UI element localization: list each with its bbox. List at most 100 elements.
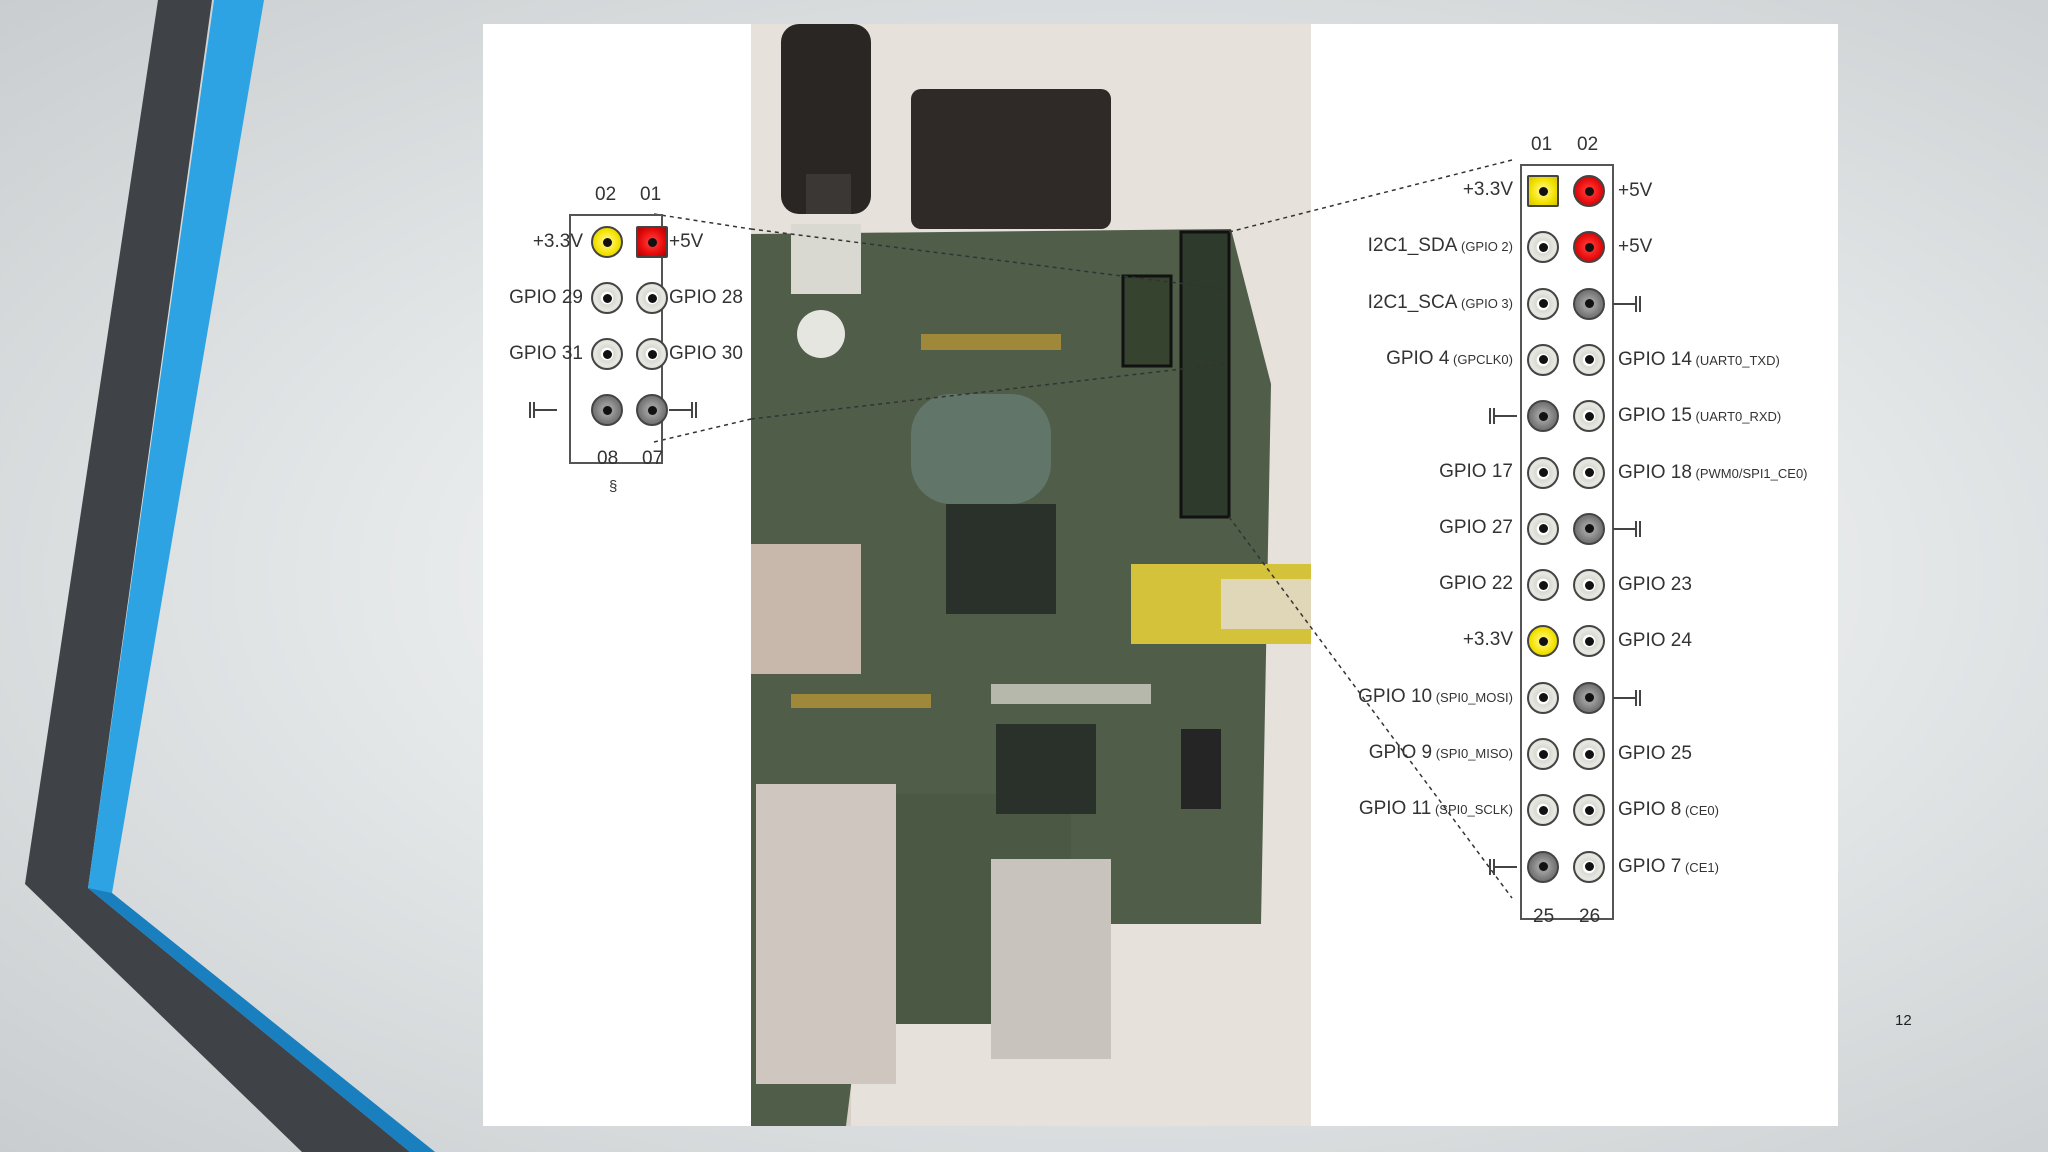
pin-yellow (1527, 625, 1559, 658)
pin-white (1573, 343, 1605, 376)
pin-white (1573, 625, 1605, 658)
right-header-top-number: 01 (1531, 134, 1552, 156)
right-header-label-text: I2C1_SDA (1367, 235, 1458, 257)
right-header-top-number-text: 02 (1577, 134, 1599, 155)
ground-symbol-icon (1613, 294, 1647, 314)
right-header-label-text: GPIO 24 (1618, 630, 1692, 652)
left-header-label: GPIO 31 (509, 343, 583, 365)
pin-white (591, 338, 623, 370)
left-header-top-number-text: 02 (595, 184, 617, 205)
left-header-outline (569, 214, 663, 464)
right-header-label-text: GPIO 10 (1358, 685, 1433, 707)
pin-yellow (591, 226, 623, 258)
left-header-label-text: +5V (669, 231, 704, 252)
right-header-label-subtext: (UART0_TXD) (1691, 352, 1780, 368)
pin-white (1573, 400, 1605, 433)
right-header-label-subtext: (PWM0/SPI1_CE0) (1691, 465, 1808, 481)
pin-gray (1573, 512, 1605, 545)
ground-symbol-icon (669, 400, 703, 420)
left-header-label: +3.3V (533, 231, 583, 253)
ground-symbol-icon (1483, 406, 1517, 426)
right-header-label: GPIO 17 (1439, 461, 1513, 483)
right-header-label-subtext: (GPIO 2) (1457, 239, 1513, 255)
pin-white (636, 282, 668, 314)
pin-white (1527, 287, 1559, 320)
left-header-label: GPIO 28 (669, 287, 743, 309)
left-header-bottom-number-text: 07 (642, 448, 664, 469)
left-header-label: +5V (669, 231, 703, 253)
right-header-label: I2C1_SCA (GPIO 3) (1368, 292, 1513, 315)
right-header-label-text: GPIO 25 (1618, 743, 1692, 764)
right-header-label: +3.3V (1463, 179, 1513, 201)
right-header-label-text: GPIO 17 (1439, 460, 1513, 482)
right-header-label-text: GPIO 8 (1618, 799, 1682, 821)
left-header-bottom-number-text: 08 (597, 448, 619, 469)
right-header-label: GPIO 8 (CE0) (1618, 799, 1719, 822)
right-header-bottom-number: 25 (1533, 906, 1554, 928)
right-header-label: GPIO 10 (SPI0_MOSI) (1358, 686, 1513, 709)
right-header-label-subtext: (CE0) (1681, 803, 1719, 819)
pin-gray (1573, 681, 1605, 714)
right-header-label-subtext: (CE1) (1681, 859, 1719, 875)
right-header-label-text: GPIO 22 (1439, 573, 1513, 595)
left-header-top-number-text: 01 (640, 184, 662, 205)
right-header-label: GPIO 18 (PWM0/SPI1_CE0) (1618, 462, 1808, 485)
right-header-bottom-number-text: 25 (1533, 906, 1555, 927)
right-header-bottom-number-text: 26 (1579, 906, 1601, 927)
right-header-label: I2C1_SDA (GPIO 2) (1368, 235, 1513, 258)
left-header-top-number: 01 (640, 184, 661, 206)
right-header-label-text: GPIO 7 (1618, 855, 1682, 877)
right-header-label: GPIO 14 (UART0_TXD) (1618, 349, 1780, 372)
pin-yellow (1527, 175, 1559, 207)
pin-white (636, 338, 668, 370)
pin-white (1527, 343, 1559, 376)
ground-symbol-icon (1613, 519, 1647, 539)
right-header-label-subtext: (UART0_RXD) (1691, 409, 1782, 425)
ground-symbol-icon (523, 400, 557, 420)
left-header-label-text: GPIO 29 (509, 287, 583, 308)
pin-white (1573, 456, 1605, 489)
ground-symbol-icon (1613, 688, 1647, 708)
pin-white (1527, 456, 1559, 489)
left-header-label-text: GPIO 30 (669, 343, 743, 364)
right-header-top-number: 02 (1577, 134, 1598, 156)
right-header-label-text: GPIO 18 (1618, 461, 1692, 483)
pin-gray (1527, 400, 1559, 433)
pin-white (591, 282, 623, 314)
right-header-label: GPIO 27 (1439, 517, 1513, 539)
left-header-label-text: GPIO 31 (509, 343, 583, 364)
pin-white (1573, 794, 1605, 827)
pin-white (1527, 738, 1559, 770)
right-header-label: GPIO 24 (1618, 630, 1692, 652)
pin-white (1527, 512, 1559, 545)
right-header-top-number-text: 01 (1531, 134, 1553, 155)
right-header-label: +5V (1618, 180, 1652, 202)
right-header-bottom-number: 26 (1579, 906, 1600, 928)
right-header-label-text: GPIO 23 (1618, 574, 1692, 596)
right-header-label: +3.3V (1463, 629, 1513, 651)
left-header-label: GPIO 30 (669, 343, 743, 365)
right-header-label: GPIO 25 (1618, 743, 1692, 765)
slide-number: 12 (1895, 1012, 1912, 1029)
right-header-label-text: GPIO 14 (1618, 348, 1692, 370)
ground-symbol-icon (1483, 857, 1517, 877)
right-header-label: +5V (1618, 236, 1652, 258)
pin-white (1573, 738, 1605, 770)
right-header-label-text: GPIO 15 (1618, 405, 1692, 427)
right-header-label: GPIO 9 (SPI0_MISO) (1369, 742, 1513, 765)
right-header-label: GPIO 15 (UART0_RXD) (1618, 405, 1781, 428)
pin-red (1573, 175, 1605, 207)
right-header-label-text: +5V (1618, 236, 1653, 258)
right-header-label-text: +3.3V (1462, 179, 1513, 200)
right-header-label: GPIO 4 (GPCLK0) (1386, 348, 1513, 371)
right-header-label-text: GPIO 9 (1368, 742, 1433, 763)
pin-gray (1527, 850, 1559, 883)
left-header-label: GPIO 29 (509, 287, 583, 309)
pin-gray (636, 394, 668, 426)
right-header-label: GPIO 23 (1618, 574, 1692, 596)
pin-white (1527, 794, 1559, 827)
right-header-label-subtext: (GPCLK0) (1449, 351, 1513, 367)
right-header-label-text: +3.3V (1462, 629, 1513, 651)
right-header-label-subtext: (GPIO 3) (1457, 295, 1513, 311)
